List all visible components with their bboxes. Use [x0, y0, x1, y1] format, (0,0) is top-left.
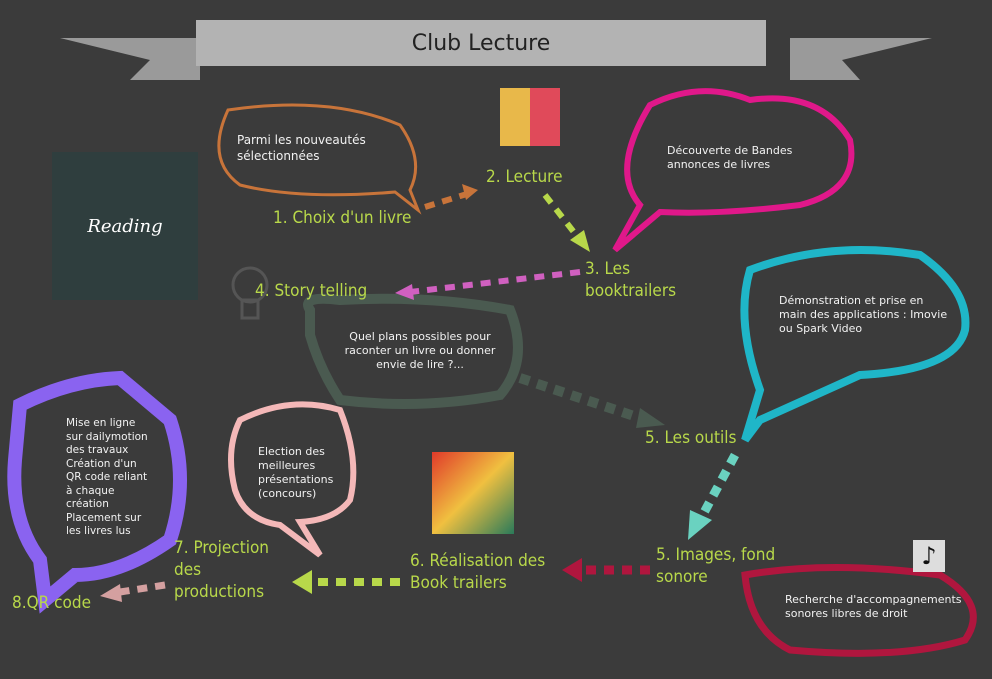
note-bubble-pink	[228, 401, 357, 558]
step-1-choix: 1. Choix d'un livre	[273, 208, 412, 228]
note-bubble-teal	[303, 293, 523, 409]
note-nouveautes: Parmi les nouveautés sélectionnées	[237, 133, 366, 163]
step-5-images-son: 5. Images, fond sonore	[656, 545, 776, 587]
book-art-image	[432, 452, 514, 534]
note-bubble-purple	[7, 370, 187, 614]
note-bubble-magenta	[612, 88, 855, 253]
banner-right-ribbon	[790, 38, 932, 80]
note-election: Election des meilleures présentations (c…	[258, 445, 334, 500]
flow-arrows	[119, 190, 739, 596]
step-6-realisation: 6. Réalisation des Book trailers	[410, 551, 546, 593]
page-title: Club Lecture	[411, 30, 551, 56]
note-bubble-orange	[217, 103, 422, 215]
step-4-story-telling: 4. Story telling	[255, 281, 368, 301]
music-note-icon: ♪	[913, 540, 945, 572]
step-2-lecture: 2. Lecture	[486, 167, 563, 187]
step-3-booktrailers: 3. Les booktrailers	[585, 259, 677, 301]
reading-illustration: Reading	[52, 152, 198, 300]
note-plans: Quel plans possibles pour raconter un li…	[344, 330, 496, 371]
lightbulb-icon	[231, 266, 269, 320]
step-8-qr-code: 8.QR code	[12, 593, 91, 613]
step-7-projection: 7. Projection des productions	[174, 538, 269, 602]
note-applications: Démonstration et prise en main des appli…	[779, 294, 948, 335]
note-sonores: Recherche d'accompagnements sonores libr…	[785, 593, 962, 620]
arrow-heads	[100, 184, 712, 602]
books-icon	[500, 88, 560, 146]
note-bandes-annonces: Découverte de Bandes annonces de livres	[667, 144, 793, 171]
step-5-outils: 5. Les outils	[645, 428, 737, 448]
note-mise-en-ligne: Mise en ligne sur dailymotion des travau…	[66, 417, 148, 537]
banner-left-ribbon	[60, 38, 200, 80]
title-banner	[196, 20, 766, 66]
note-bubble-cyan	[740, 246, 970, 443]
note-bubble-crimson	[741, 564, 977, 657]
